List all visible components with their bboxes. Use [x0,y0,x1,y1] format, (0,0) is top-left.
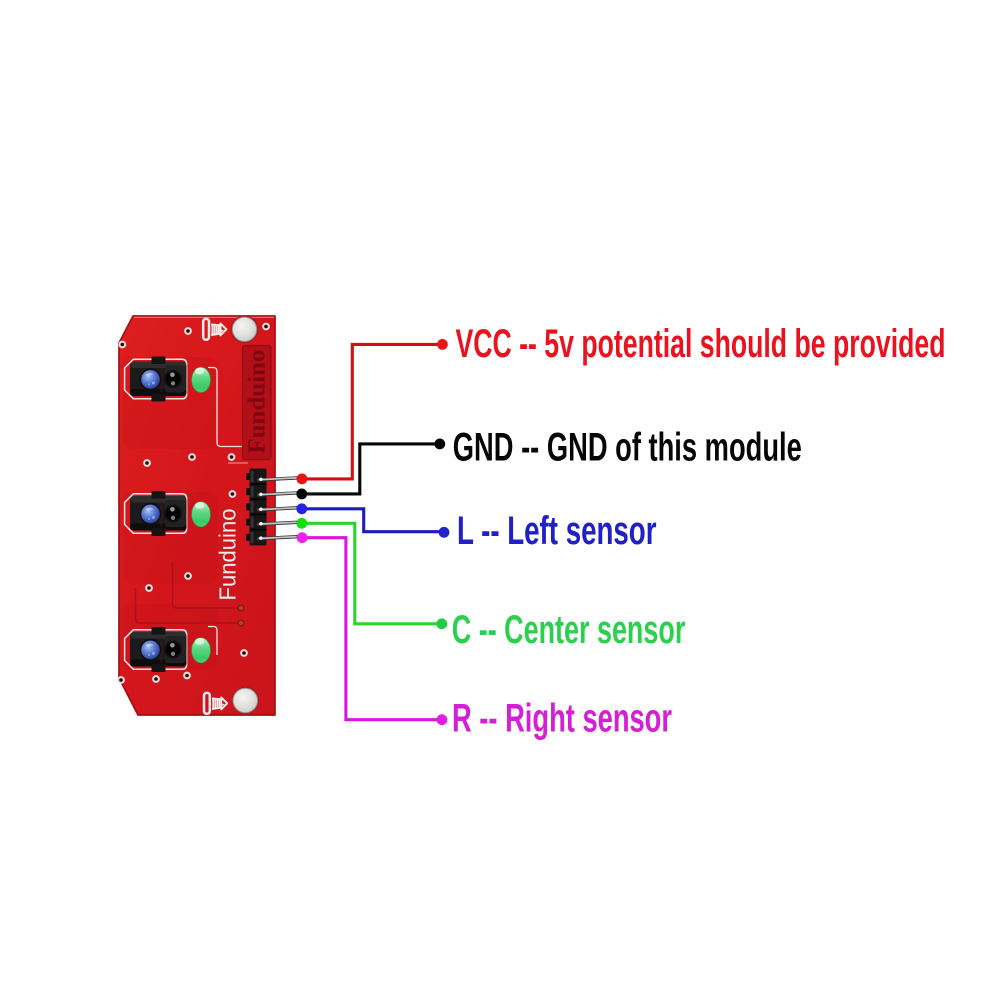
svg-text:L -- Left sensor: L -- Left sensor [457,509,657,553]
svg-text:GND -- GND of this module: GND -- GND of this module [453,426,802,470]
svg-text:VCC -- 5v potential should be: VCC -- 5v potential should be provided [456,322,946,366]
svg-text:Funduino: Funduino [215,509,241,601]
svg-text:R -- Right sensor: R -- Right sensor [452,697,672,741]
svg-text:Funduino: Funduino [244,350,271,454]
svg-text:C -- Center sensor: C -- Center sensor [452,608,686,652]
